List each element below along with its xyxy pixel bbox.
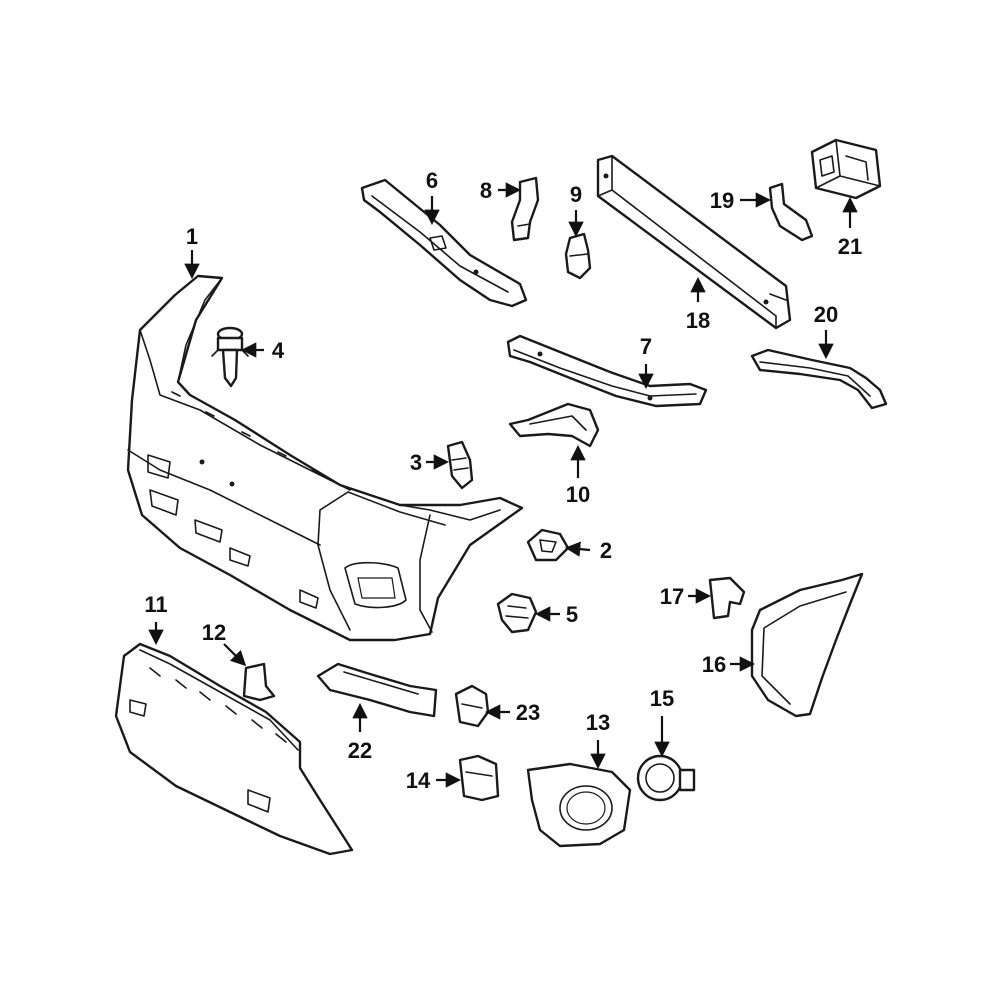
part-6-upper-reinforcement	[360, 178, 528, 308]
part-15-fog-lamp	[636, 754, 696, 802]
callout-8: 8	[480, 178, 492, 203]
callout-19: 19	[710, 188, 734, 213]
callout-7: 7	[640, 334, 652, 359]
part-8-bracket	[510, 176, 540, 242]
part-4-push-pin-clip	[211, 326, 249, 388]
part-21-mount	[810, 138, 882, 200]
callout-2: 2	[600, 538, 612, 563]
callout-4: 4	[272, 338, 285, 363]
part-17-clip	[708, 576, 746, 620]
part-5-clip	[496, 592, 538, 634]
callout-9: 9	[570, 182, 582, 207]
callout-22: 22	[348, 738, 372, 763]
part-13-fog-lamp-bezel	[526, 762, 632, 848]
part-20-side-support	[750, 348, 888, 410]
leader-lines	[148, 182, 858, 788]
callout-17: 17	[660, 584, 684, 609]
callout-16: 16	[702, 652, 726, 677]
callout-5: 5	[566, 602, 578, 627]
part-14-bracket	[458, 754, 500, 802]
callout-21: 21	[838, 234, 862, 259]
part-16-extension	[750, 572, 864, 718]
part-1-bumper-cover	[126, 274, 524, 642]
part-18-impact-bar	[596, 154, 792, 330]
part-23-clip	[454, 684, 490, 728]
callout-11: 11	[144, 592, 167, 617]
callout-1: 1	[186, 224, 198, 249]
callout-10: 10	[566, 482, 590, 507]
callout-14: 14	[406, 768, 431, 793]
part-9-clip	[564, 232, 592, 280]
callout-20: 20	[814, 302, 838, 327]
callout-18: 18	[686, 308, 710, 333]
callout-15: 15	[650, 686, 674, 711]
callout-13: 13	[586, 710, 610, 735]
part-11-lower-cover	[114, 642, 354, 856]
callout-3: 3	[410, 450, 422, 475]
part-3-retainer	[446, 440, 474, 490]
part-19-bracket	[768, 182, 814, 242]
part-10-side-bracket	[508, 402, 600, 448]
callout-12: 12	[202, 620, 226, 645]
callout-23: 23	[516, 700, 540, 725]
callout-6: 6	[426, 168, 438, 193]
part-22-moulding	[316, 662, 438, 718]
part-7-support-bracket	[506, 334, 708, 408]
part-2-clip	[526, 528, 570, 562]
part-12-bracket	[242, 662, 276, 702]
